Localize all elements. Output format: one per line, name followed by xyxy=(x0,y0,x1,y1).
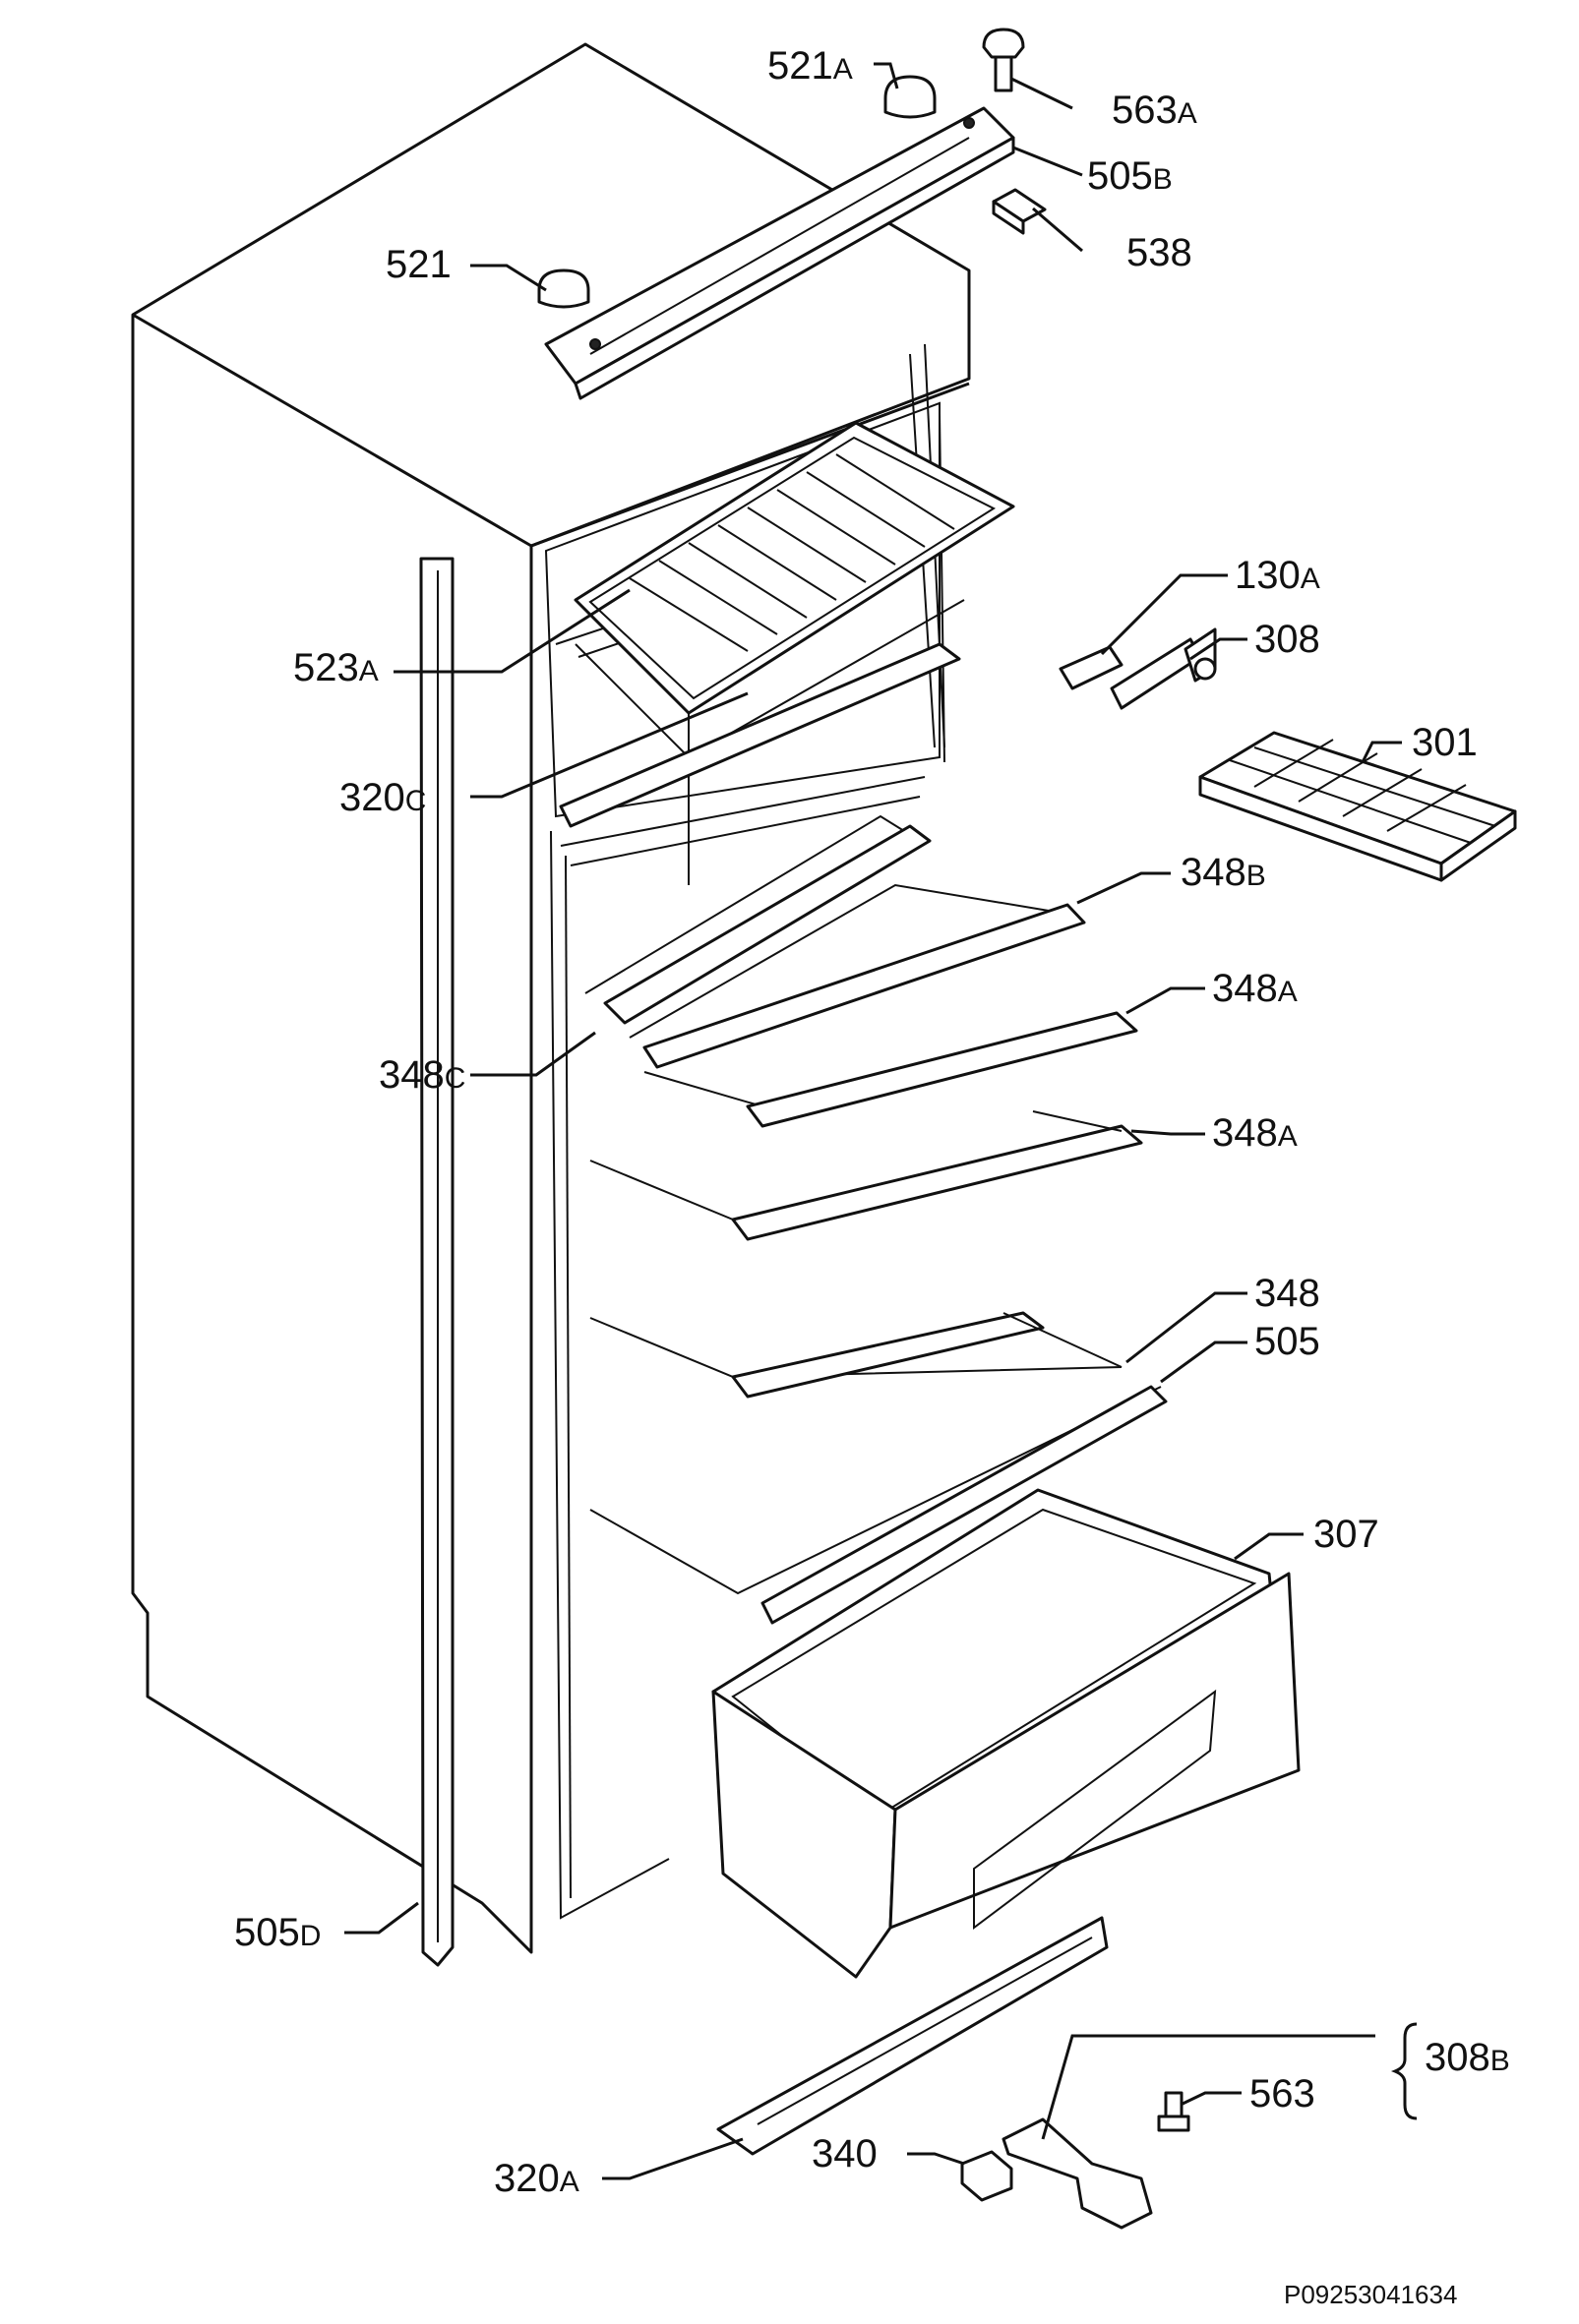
label-563: 563 xyxy=(1249,2072,1315,2115)
ice-tray-301 xyxy=(1198,731,1517,882)
label-320a: 320A xyxy=(494,2157,579,2200)
glass-shelf-348a-upper xyxy=(643,1011,1138,1128)
label-308b: 308B xyxy=(1425,2036,1510,2079)
label-521a: 521A xyxy=(767,44,853,88)
drawing-code: P09253041634 xyxy=(1284,2280,1457,2309)
cap-521a xyxy=(883,75,937,119)
divider-320c xyxy=(559,642,961,828)
label-505b: 505B xyxy=(1087,154,1173,198)
glass-shelf-bottom xyxy=(589,1385,1168,1625)
label-521: 521 xyxy=(386,243,452,286)
glass-shelf-348b xyxy=(629,883,1086,1069)
bracket-538 xyxy=(992,188,1047,235)
label-301: 301 xyxy=(1412,721,1478,764)
screw-563a xyxy=(982,28,1025,92)
label-523a: 523A xyxy=(293,646,379,689)
label-130a: 130A xyxy=(1235,554,1320,597)
label-563a: 563A xyxy=(1112,89,1197,132)
glass-shelf-348c xyxy=(584,814,932,1025)
label-505d: 505D xyxy=(234,1911,321,1954)
door-strip-505d xyxy=(419,557,455,1967)
label-348b: 348B xyxy=(1181,851,1266,894)
label-538: 538 xyxy=(1126,231,1192,274)
label-348a-lower: 348A xyxy=(1212,1111,1298,1155)
label-308: 308 xyxy=(1254,618,1320,661)
glass-shelf-348 xyxy=(589,1311,1123,1399)
label-505: 505 xyxy=(1254,1320,1320,1363)
leader-lines xyxy=(344,62,1418,2180)
label-348a-upper: 348A xyxy=(1212,967,1298,1010)
crisper-drawer-307 xyxy=(711,1488,1301,1979)
cap-521 xyxy=(537,268,590,309)
screw-563 xyxy=(1157,2091,1190,2132)
label-340: 340 xyxy=(812,2132,878,2175)
block-340 xyxy=(960,2150,1013,2202)
label-307: 307 xyxy=(1313,1513,1379,1556)
hinge-plate-308b xyxy=(1002,2117,1153,2230)
label-320c: 320C xyxy=(339,776,426,819)
top-hinge-bar-505b xyxy=(544,106,1015,400)
glass-shelf-348a-lower xyxy=(589,1110,1143,1241)
label-348: 348 xyxy=(1254,1272,1320,1315)
label-348c: 348C xyxy=(379,1053,465,1097)
vent-grille-320a xyxy=(716,1916,1109,2156)
plate-130a xyxy=(1059,645,1124,690)
part-labels: 521A 563A 505B 538 521 523A 130A 308 301… xyxy=(234,44,1510,2200)
hinge-308 xyxy=(1110,627,1217,710)
